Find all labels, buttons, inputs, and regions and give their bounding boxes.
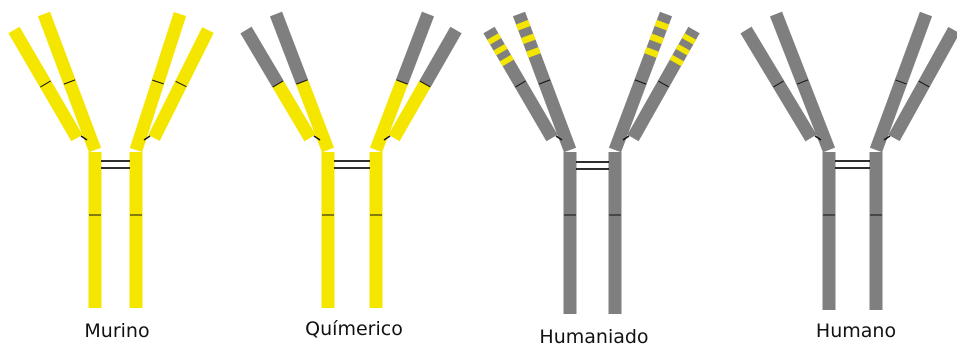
left-heavy-chain-arm-cdr-stripe	[527, 36, 529, 42]
left-heavy-chain-arm-variable	[44, 14, 70, 82]
left-heavy-chain-arm-cdr-stripe	[532, 49, 534, 55]
right-light-chain-cdr-stripe	[688, 36, 691, 41]
left-light-chain-cdr-stripe	[499, 47, 502, 52]
left-light-chain-variable	[14, 30, 46, 84]
right-heavy-chain-arm-variable	[402, 14, 428, 82]
label-humaniado: Humaniado	[539, 326, 648, 348]
right-heavy-chain-arm-constant	[136, 82, 158, 150]
right-light-chain-cdr-stripe	[675, 58, 678, 63]
left-light-chain-variable	[246, 30, 278, 84]
left-heavy-chain-arm-cdr-stripe	[522, 22, 524, 28]
left-heavy-chain-arm-variable	[276, 14, 302, 82]
label-quimerico: Químerico	[305, 318, 403, 340]
right-heavy-chain-arm-cdr-stripe	[656, 36, 658, 42]
antibody-humanized	[489, 14, 694, 314]
right-heavy-chain-arm-cdr-stripe	[650, 49, 652, 55]
right-heavy-chain-arm-variable	[158, 14, 180, 82]
left-light-chain-cdr-stripe	[505, 58, 508, 63]
right-heavy-chain-arm-variable	[901, 14, 926, 82]
right-light-chain-variable	[924, 30, 954, 84]
left-light-chain-cdr-stripe	[493, 36, 496, 41]
antibody-murine	[14, 14, 208, 308]
antibody-human	[746, 14, 954, 310]
right-heavy-chain-arm-cdr-stripe	[661, 22, 663, 28]
right-light-chain-variable	[181, 30, 208, 84]
right-light-chain-cdr-stripe	[681, 47, 684, 52]
antibody-chimeric	[246, 14, 456, 308]
label-humano: Humano	[816, 320, 896, 342]
right-light-chain-variable	[425, 30, 456, 84]
left-heavy-chain-arm-variable	[776, 14, 803, 82]
left-light-chain-variable	[746, 30, 779, 84]
label-murino: Murino	[84, 320, 149, 342]
